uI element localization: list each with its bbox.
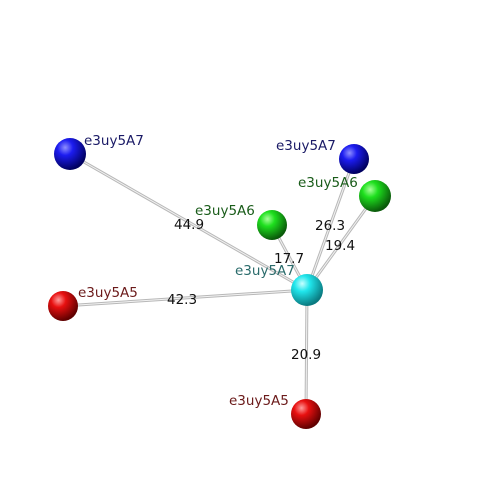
atom-label-a4: e3uy5A6 (195, 203, 255, 219)
atom-a5[interactable] (48, 291, 78, 321)
atom-a2[interactable] (339, 144, 369, 174)
atom-a1[interactable] (54, 138, 86, 170)
distance-label-a2: 26.3 (315, 218, 345, 234)
atom-label-a3: e3uy5A6 (298, 175, 358, 191)
atom-a6[interactable] (291, 399, 321, 429)
distance-label-a5: 42.3 (167, 292, 197, 308)
atom-label-a2: e3uy5A7 (276, 138, 336, 154)
atom-a4[interactable] (257, 210, 287, 240)
distance-label-a1: 44.9 (174, 217, 204, 233)
distance-label-a6: 20.9 (291, 347, 321, 363)
bonds (62, 152, 377, 415)
distance-labels: 44.9 26.3 19.4 17.7 42.3 20.9 (167, 217, 355, 363)
atoms (48, 138, 391, 429)
distance-label-a4: 17.7 (274, 251, 304, 267)
atom-label-a1: e3uy5A7 (84, 133, 144, 149)
atom-label-a5: e3uy5A5 (78, 285, 138, 301)
atom-labels: e3uy5A7 e3uy5A7 e3uy5A6 e3uy5A6 e3uy5A5 … (78, 133, 358, 409)
atom-center[interactable] (291, 274, 323, 306)
atom-a3[interactable] (359, 180, 391, 212)
atom-label-a6: e3uy5A5 (229, 393, 289, 409)
distance-label-a3: 19.4 (325, 238, 355, 254)
atom-label-center: e3uy5A7 (235, 263, 295, 279)
